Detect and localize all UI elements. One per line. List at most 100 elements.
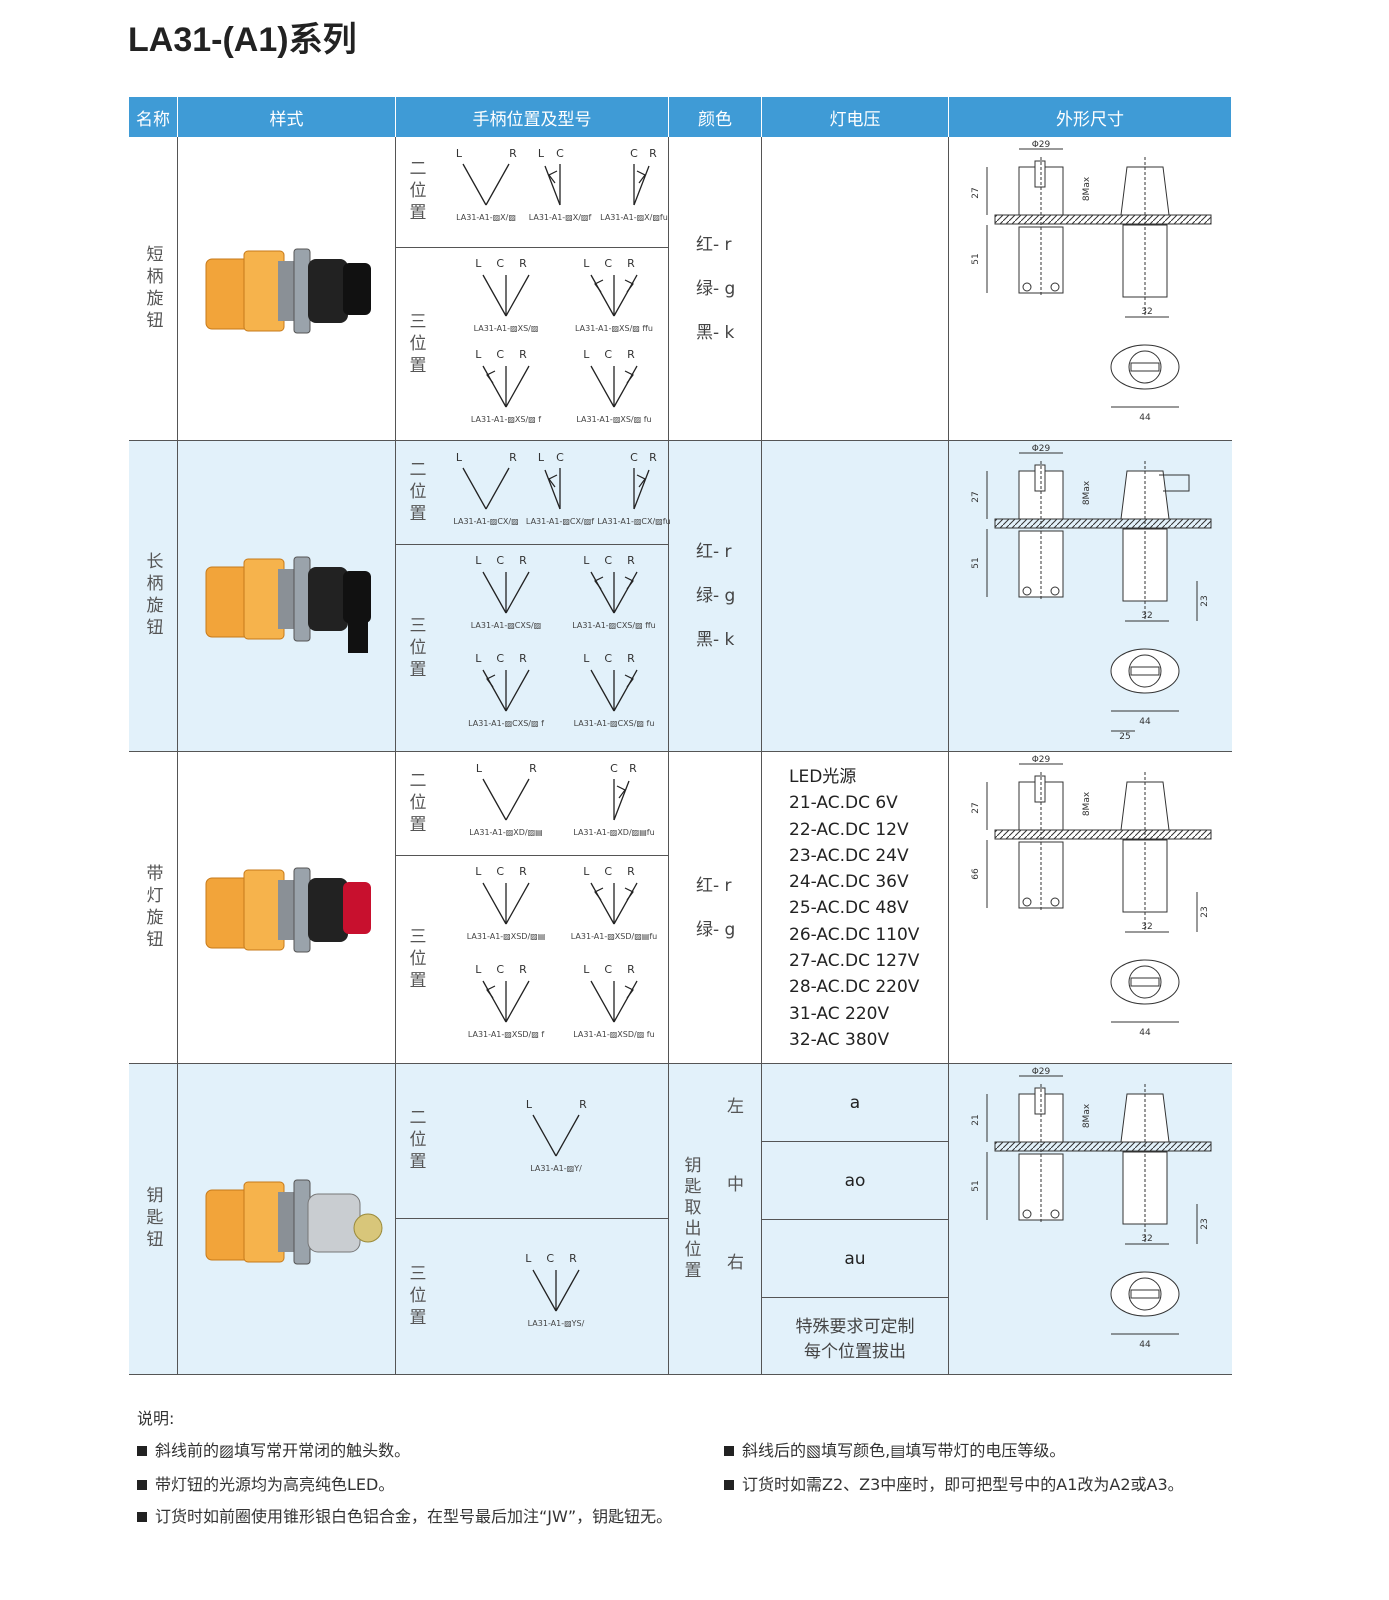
color-option: 绿- g <box>696 919 736 940</box>
dimension-label: 66 <box>971 868 981 880</box>
voltage-option: 24-AC.DC 36V <box>789 872 909 893</box>
voltage-option: 22-AC.DC 12V <box>789 819 909 840</box>
svg-text:L: L <box>456 149 463 160</box>
dimension-label: 27 <box>971 187 981 198</box>
position-count-label-box: 三位置 <box>404 856 428 1064</box>
model-number: LA31-A1-▨Y/ <box>530 1163 582 1173</box>
position-letters: LCR <box>475 347 542 361</box>
model-number: LA31-A1-▨XSD/▨▤fu <box>570 932 658 941</box>
voltage-option: 28-AC.DC 220V <box>789 977 920 998</box>
dimension-label: 23 <box>1200 1218 1210 1229</box>
svg-text:C: C <box>556 453 564 464</box>
dimension-label: 51 <box>971 557 981 568</box>
key-code: ao <box>762 1142 948 1220</box>
dimension-label: Φ29 <box>1032 755 1051 765</box>
dimension-label: 32 <box>1141 611 1152 621</box>
position-count-label-box: 二位置 <box>404 752 428 855</box>
color-option: 红- r <box>696 542 732 562</box>
dimension-label: Φ29 <box>1032 140 1051 150</box>
note-item: 斜线前的▨填写常开常闭的触头数。 <box>137 1437 410 1461</box>
model-number: LA31-A1-▨XSD/▨ fu <box>573 1030 655 1039</box>
position-letters: LCR <box>475 865 542 878</box>
switch-position-icon <box>590 365 638 407</box>
model-number: LA31-A1-▨X/▨fu <box>600 213 668 222</box>
dimension-label: 25 <box>1119 732 1130 741</box>
note-text: 带灯钮的光源均为高亮纯色LED。 <box>155 1475 395 1494</box>
switch-position-icon <box>482 882 530 925</box>
note-text: 订货时如需Z2、Z3中座时，即可把型号中的A1改为A2或A3。 <box>742 1475 1184 1494</box>
voltage-option: 23-AC.DC 24V <box>789 845 909 866</box>
model-number: LA31-A1-▨XS/▨ <box>473 324 539 333</box>
note-line: 特殊要求可定制 <box>795 1316 915 1337</box>
key-position-label: 中 <box>727 1175 744 1195</box>
dimension-label: 44 <box>1139 717 1151 727</box>
name-cell: 钥匙钮 <box>129 1064 178 1374</box>
note-text: 斜线前的▨填写常开常闭的触头数。 <box>155 1441 411 1460</box>
short-handle-knob-photo <box>205 248 371 334</box>
switch-position-icon <box>482 980 530 1023</box>
switch-position-icon <box>482 274 530 317</box>
position-letters: LCR <box>475 651 542 665</box>
column-header: 手柄位置及型号 <box>396 97 669 137</box>
dimension-label: 27 <box>971 491 981 502</box>
column-header: 灯电压 <box>762 97 949 137</box>
product-name: 带灯旋钮 <box>142 863 163 952</box>
position-count-label-box: 三位置 <box>404 248 428 441</box>
product-name: 钥匙钮 <box>142 1186 163 1252</box>
dimension-label: 8Max <box>1082 791 1092 816</box>
page-title: LA31-(A1)系列 <box>128 21 357 59</box>
switch-position-icon <box>590 274 638 317</box>
position-letters: LCR <box>475 554 542 567</box>
voltage-cell <box>762 137 949 440</box>
model-number: LA31-A1-▨CX/▨fu <box>597 517 671 526</box>
svg-text:R: R <box>579 1100 587 1111</box>
color-option: 绿- g <box>696 586 736 606</box>
dimension-label: 27 <box>971 802 981 813</box>
dimension-label: 21 <box>971 1114 981 1125</box>
model-number: LA31-A1-▨XS/▨ fu <box>576 414 652 424</box>
column-header: 样式 <box>178 97 396 137</box>
switch-position-icon <box>590 882 638 925</box>
voltage-option: 21-AC.DC 6V <box>789 793 898 814</box>
switch-position-icon <box>482 669 530 711</box>
switch-position-icon <box>590 571 638 614</box>
svg-text:L: L <box>476 764 483 775</box>
photo-cell <box>178 1064 396 1374</box>
dimension-label: 44 <box>1139 1340 1151 1350</box>
model-number: LA31-A1-▨XSD/▨▤ <box>466 932 546 941</box>
model-number: LA31-A1-▨XS/▨ f <box>470 414 542 424</box>
key-switch-photo <box>205 1179 383 1264</box>
voltage-option: LED光源 <box>789 767 857 787</box>
svg-text:R: R <box>629 764 637 775</box>
model-number: LA31-A1-▨XS/▨ ffu <box>575 324 653 333</box>
switch-position-icon <box>590 669 638 711</box>
note-item: 订货时如前圈使用锥形银白色铝合金，在型号最后加注“JW”，钥匙钮无。 <box>137 1503 672 1527</box>
dimension-label: 8Max <box>1082 1103 1092 1128</box>
